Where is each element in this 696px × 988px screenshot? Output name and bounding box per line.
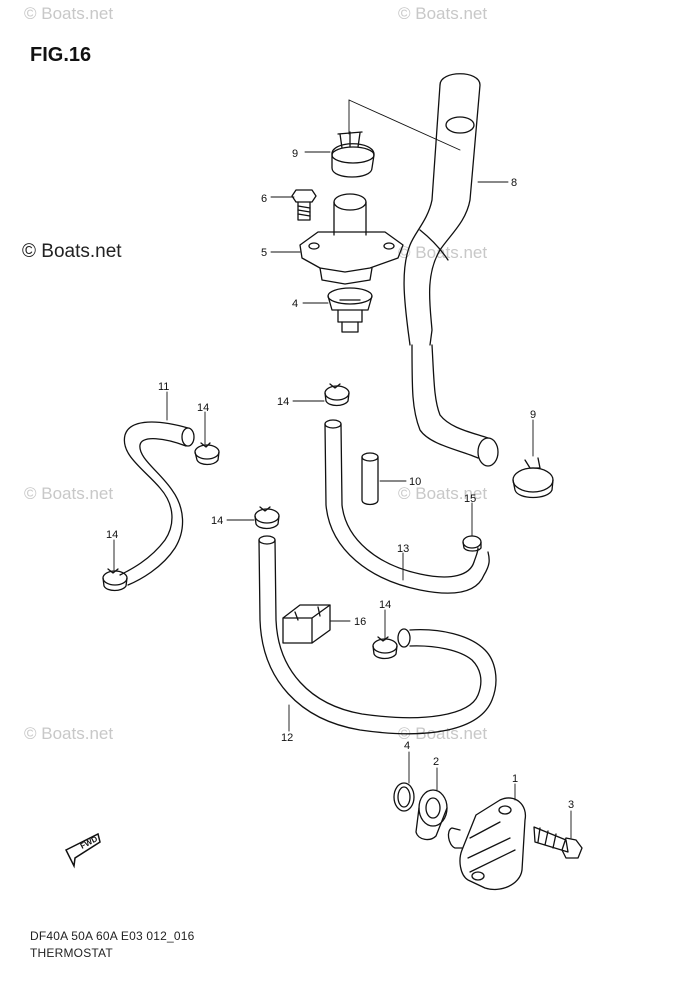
callout-13: 13 [397, 543, 409, 555]
pipe-10[interactable] [361, 452, 379, 506]
callout-4-visible: 4 [404, 740, 410, 752]
clamp-14-c[interactable] [324, 383, 350, 407]
callout-5: 4 [292, 298, 298, 310]
clamp-9-upper[interactable] [331, 131, 375, 178]
callout-14-a: 14 [197, 402, 209, 414]
o-ring-4[interactable] [393, 782, 415, 812]
callout-2: 2 [433, 756, 439, 768]
watermark: © Boats.net [398, 4, 488, 23]
housing-1[interactable] [447, 797, 527, 891]
callout-14-c: 14 [277, 396, 289, 408]
hose-13[interactable] [324, 419, 490, 594]
grommet-2[interactable] [415, 789, 448, 841]
callout-14-b: 14 [106, 529, 118, 541]
callout-numbers: 9 6 5 4 8 9 11 14 14 10 15 14 14 13 14 1… [106, 148, 574, 811]
callout-7: 6 [261, 193, 267, 205]
fwd-arrow-icon: FWD [64, 832, 101, 869]
bolt-7[interactable] [291, 189, 317, 221]
clamp-14-d[interactable] [254, 506, 280, 530]
clamp-9-right[interactable] [512, 457, 554, 499]
figure-label: FIG.16 [30, 44, 92, 66]
hose-12[interactable] [258, 535, 497, 735]
watermark: © Boats.net [24, 724, 114, 743]
callout-1: 1 [512, 773, 518, 785]
watermark: © Boats.net [24, 484, 114, 503]
bolt-3[interactable] [533, 826, 583, 859]
footer-title: THERMOSTAT [30, 946, 113, 960]
watermark: © Boats.net [24, 4, 114, 23]
callout-8: 8 [511, 177, 517, 189]
watermark: © Boats.net [398, 724, 488, 743]
callout-11: 11 [158, 381, 169, 393]
callout-10: 10 [409, 476, 421, 488]
clamp-14-a[interactable] [194, 442, 220, 466]
callout-14-d: 14 [211, 515, 223, 527]
watermark: © Boats.net [398, 484, 488, 503]
footer-code: DF40A 50A 60A E03 012_016 [30, 929, 195, 943]
callout-9-upper: 9 [292, 148, 298, 160]
callout-6: 5 [261, 247, 267, 259]
callout-9-right: 9 [530, 409, 536, 421]
hose-8[interactable] [403, 73, 499, 467]
hose-11[interactable] [119, 421, 195, 586]
callout-14-e: 14 [379, 599, 391, 611]
thermostat-cover-6[interactable] [299, 193, 404, 285]
callout-12: 12 [281, 732, 293, 744]
copyright-text: © Boats.net [22, 241, 122, 262]
thermostat-5[interactable] [327, 287, 373, 333]
callout-3: 3 [568, 799, 574, 811]
callout-16: 16 [354, 616, 366, 628]
callout-15: 15 [464, 493, 476, 505]
bracket-16[interactable] [282, 604, 331, 644]
clamp-14-b[interactable] [102, 568, 128, 592]
